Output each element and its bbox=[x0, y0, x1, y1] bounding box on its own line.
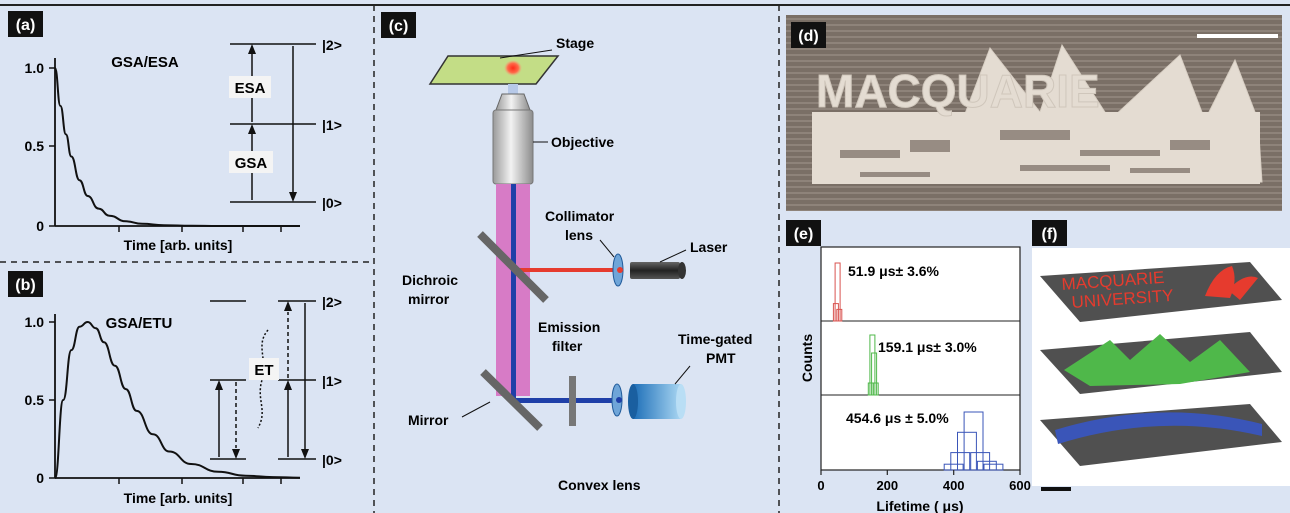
panel-c: (c) Stage Objective Dichroic mirror Mirr… bbox=[381, 12, 752, 493]
panel-b-title: GSA/ETU bbox=[106, 315, 173, 332]
laser-leader bbox=[659, 249, 687, 263]
panel-b-level-label-2: |2> bbox=[322, 294, 342, 310]
dichroic-label-line2: mirror bbox=[408, 291, 450, 307]
panel-e-xtick-600: 600 bbox=[1009, 478, 1031, 493]
panel-b-label-bg bbox=[8, 271, 43, 297]
panel-a-decay-curve bbox=[54, 67, 300, 227]
convex-lens-center bbox=[616, 397, 622, 403]
panel-a-gsa-box bbox=[229, 151, 273, 173]
panel-d-label: (d) bbox=[798, 28, 818, 45]
panel-a-esa-label: ESA bbox=[235, 80, 266, 97]
panel-b: (b) GSA/ETU 1.0 0.5 0 Time [arb. units] bbox=[8, 271, 342, 506]
stage-label: Stage bbox=[556, 35, 594, 51]
panel-b-ytick-0: 0 bbox=[36, 470, 44, 486]
panel-a-level-label-2: |2> bbox=[322, 37, 342, 53]
panel-b-xlabel: Time [arb. units] bbox=[124, 490, 233, 506]
panel-a-ytick-05: 0.5 bbox=[25, 138, 45, 154]
emission-beam-horizontal bbox=[516, 398, 616, 403]
pmt bbox=[633, 384, 681, 419]
panel-a-level-label-0: |0> bbox=[322, 195, 342, 211]
bridge-layer bbox=[1055, 412, 1262, 444]
histogram-bar bbox=[983, 463, 1004, 471]
logo-shield bbox=[1205, 266, 1235, 298]
dichroic-mirror bbox=[477, 231, 549, 303]
collimator-leader bbox=[599, 239, 615, 258]
panel-f-label-bg bbox=[1032, 220, 1067, 246]
excitation-beam bbox=[512, 268, 615, 272]
panel-e-label: (e) bbox=[794, 226, 814, 243]
emission-filter bbox=[569, 376, 576, 426]
collimator-label-line1: Collimator bbox=[545, 208, 615, 224]
convex-lens-label: Convex lens bbox=[558, 477, 641, 493]
filter-label-line2: filter bbox=[552, 338, 583, 354]
stage bbox=[428, 55, 560, 85]
panel-f: (f) MACQUARIE UNIVERSITY bbox=[1032, 220, 1290, 491]
pmt-end bbox=[676, 384, 686, 419]
panel-e-annotation-1: 51.9 μs± 3.6% bbox=[848, 263, 940, 279]
panel-a-xlabel: Time [arb. units] bbox=[124, 237, 233, 253]
histogram-bar bbox=[872, 382, 879, 396]
dichroic-label-line1: Dichroic bbox=[402, 272, 458, 288]
panel-d-label-bg bbox=[791, 22, 826, 48]
filter-label-line1: Emission bbox=[538, 319, 600, 335]
opera-house-layer bbox=[1064, 334, 1250, 386]
mirror bbox=[480, 369, 543, 431]
emission-beam bbox=[511, 184, 516, 403]
objective-tip bbox=[508, 84, 518, 94]
panel-b-ytick-1: 1.0 bbox=[25, 314, 45, 330]
panel-e: (e) 0 200 400 600 Lifetime ( μs) Counts … bbox=[786, 220, 1031, 513]
laser-focus-spot bbox=[504, 60, 522, 76]
panel-b-level-label-0: |0> bbox=[322, 452, 342, 468]
panel-c-label-bg bbox=[381, 12, 416, 38]
panel-a-level-label-1: |1> bbox=[322, 117, 342, 133]
panel-b-ytick-05: 0.5 bbox=[25, 392, 45, 408]
panel-e-xtick-200: 200 bbox=[876, 478, 898, 493]
panel-e-annotation-2: 159.1 μs± 3.0% bbox=[878, 339, 977, 355]
panel-a-ytick-0: 0 bbox=[36, 218, 44, 234]
panel-a-esa-box bbox=[229, 76, 271, 98]
laser bbox=[630, 262, 680, 279]
objective-nose bbox=[495, 93, 531, 111]
pmt-leader bbox=[674, 365, 691, 385]
panel-e-ylabel: Counts bbox=[799, 334, 815, 382]
panel-a-label-bg bbox=[8, 11, 43, 37]
panel-e-xtick-0: 0 bbox=[817, 478, 824, 493]
panel-e-xlabel: Lifetime ( μs) bbox=[876, 498, 963, 513]
mirror-leader bbox=[461, 401, 491, 418]
panel-a: (a) GSA/ESA 1.0 0.5 0 Time [arb. units] … bbox=[8, 11, 342, 253]
panel-e-xtick-400: 400 bbox=[943, 478, 965, 493]
pmt-label-line1: Time-gated bbox=[678, 331, 752, 347]
panel-b-label: (b) bbox=[15, 277, 35, 294]
microscopy-text: MACQUARIE bbox=[816, 65, 1100, 117]
mirror-label: Mirror bbox=[408, 412, 449, 428]
panel-b-et-box bbox=[249, 358, 279, 380]
panel-d: MACQUARIE (d) bbox=[786, 15, 1282, 211]
pmt-label-line2: PMT bbox=[706, 350, 736, 366]
collimator-lens-center bbox=[617, 267, 623, 273]
panel-a-label: (a) bbox=[16, 17, 36, 34]
panel-e-plot-area bbox=[820, 246, 1021, 471]
panel-b-level-label-1: |1> bbox=[322, 373, 342, 389]
panel-c-label: (c) bbox=[389, 18, 409, 35]
stage-leader bbox=[499, 49, 553, 59]
panel-a-gsa-label: GSA bbox=[235, 155, 268, 172]
panel-e-histograms bbox=[832, 262, 1004, 471]
panel-b-rise-decay-curve bbox=[54, 320, 301, 479]
panel-a-ytick-1: 1.0 bbox=[25, 60, 45, 76]
objective bbox=[492, 109, 534, 185]
logo-sail bbox=[1228, 276, 1258, 300]
laser-aperture bbox=[678, 262, 686, 279]
panel-b-et-label: ET bbox=[254, 362, 273, 379]
panel-b-energy-transfer-path bbox=[257, 329, 269, 429]
panel-e-label-bg bbox=[786, 220, 821, 246]
pmt-window bbox=[628, 384, 638, 419]
panel-a-title: GSA/ESA bbox=[111, 54, 179, 71]
objective-label: Objective bbox=[551, 134, 614, 150]
laser-label: Laser bbox=[690, 239, 728, 255]
panel-f-label: (f) bbox=[1042, 226, 1058, 243]
collimator-label-line2: lens bbox=[565, 227, 593, 243]
panel-e-annotation-3: 454.6 μs ± 5.0% bbox=[846, 410, 949, 426]
histogram-bar bbox=[836, 308, 843, 322]
